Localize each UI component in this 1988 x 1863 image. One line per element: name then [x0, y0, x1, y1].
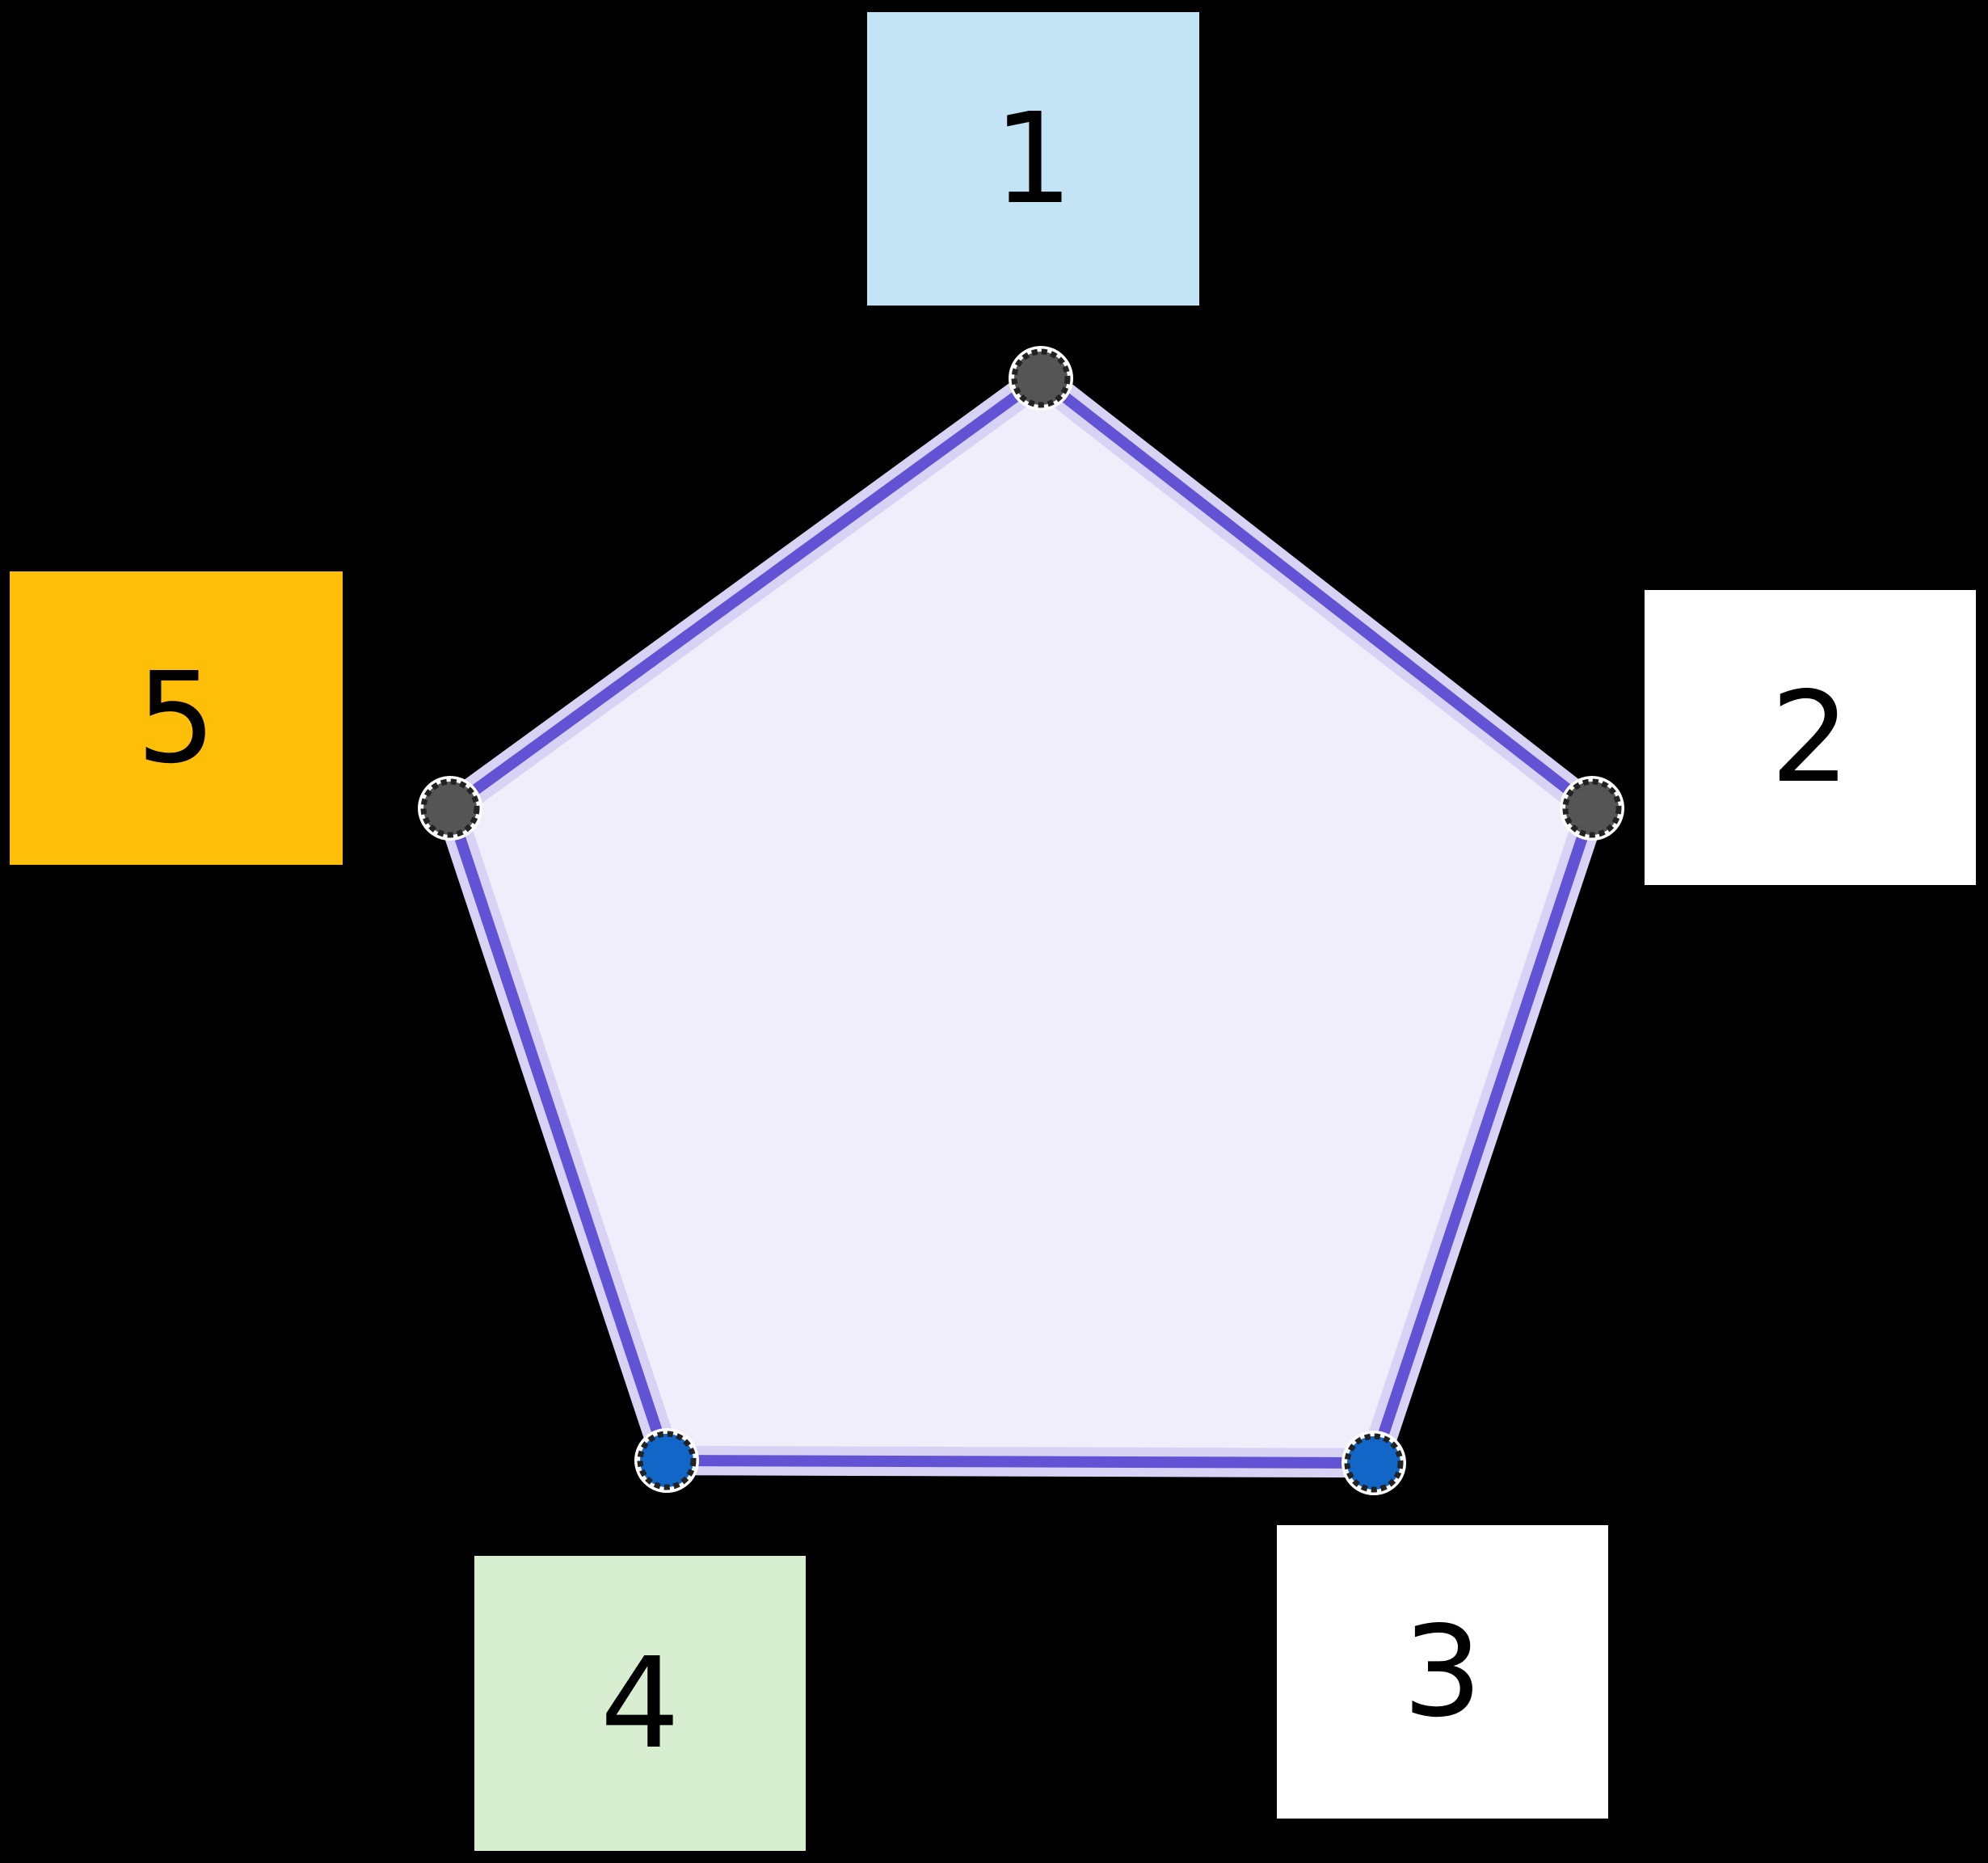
- node-4[interactable]: [637, 1431, 697, 1490]
- edge-1-2[interactable]: [1035, 373, 1598, 814]
- node-layer: [418, 346, 1624, 1495]
- edge-2-3[interactable]: [1368, 803, 1598, 1469]
- label-box-1[interactable]: 1: [867, 12, 1199, 306]
- edge-3-4[interactable]: [661, 1455, 1379, 1469]
- label-text-3: 3: [1402, 1599, 1483, 1745]
- edge-4-5[interactable]: [444, 803, 672, 1466]
- label-text-1: 1: [993, 86, 1073, 232]
- label-box-5[interactable]: 5: [10, 571, 343, 865]
- edge-layer: [444, 373, 1598, 1469]
- label-box-4[interactable]: 4: [474, 1556, 806, 1851]
- pentagon-fill: [450, 378, 1592, 1463]
- label-text-2: 2: [1770, 664, 1851, 811]
- polygon-fill-layer: [450, 378, 1592, 1463]
- edge-5-1[interactable]: [444, 373, 1047, 814]
- label-text-5: 5: [136, 645, 217, 791]
- label-text-4: 4: [600, 1630, 680, 1777]
- node-3[interactable]: [1344, 1433, 1404, 1493]
- node-5[interactable]: [420, 778, 480, 838]
- label-box-3[interactable]: 3: [1277, 1525, 1608, 1819]
- node-1[interactable]: [1011, 348, 1071, 408]
- node-2[interactable]: [1562, 778, 1622, 838]
- label-box-2[interactable]: 2: [1645, 590, 1976, 885]
